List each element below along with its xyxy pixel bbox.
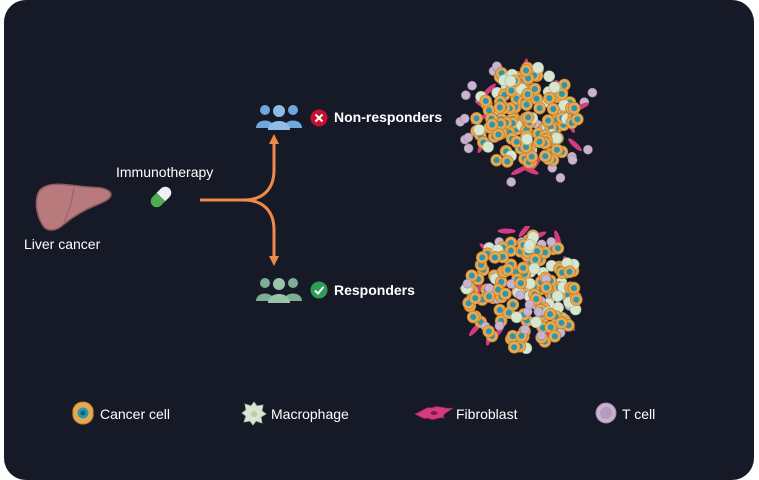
fibroblast <box>511 166 528 176</box>
t-cell <box>462 278 473 289</box>
responder-tumor-illustration <box>459 226 583 355</box>
t-cell <box>484 283 494 293</box>
arrow-up-head <box>269 134 279 144</box>
non-responders-people-icon <box>256 105 302 130</box>
arrow-down-head <box>269 256 279 266</box>
macrophage <box>482 141 494 153</box>
immunotherapy-label: Immunotherapy <box>116 164 214 180</box>
macrophage <box>523 239 536 251</box>
macrophage-icon <box>241 401 267 426</box>
fibroblast <box>497 228 516 234</box>
t-cell <box>506 279 516 289</box>
t-cell-icon <box>595 402 617 424</box>
t-cell <box>515 290 526 300</box>
macrophage <box>521 133 533 145</box>
responders-people-icon <box>256 278 302 303</box>
liver-icon <box>35 183 112 231</box>
t-cell <box>555 173 566 183</box>
macrophage <box>550 132 563 144</box>
macrophage <box>504 75 517 87</box>
t-cell <box>533 306 544 317</box>
fibroblast <box>518 226 531 238</box>
t-cell <box>463 132 474 143</box>
fibroblast <box>568 138 582 152</box>
liver-cancer-label: Liver cancer <box>24 236 101 252</box>
t-cell <box>524 299 535 310</box>
branch-arrows <box>200 134 279 266</box>
non-responders-label: Non-responders <box>334 109 443 125</box>
macrophage <box>510 311 523 324</box>
responders-label: Responders <box>334 282 415 298</box>
t-cell <box>567 155 578 165</box>
legend-t-cell-label: T cell <box>622 406 656 422</box>
fibroblast-icon <box>414 406 454 420</box>
macrophage <box>543 70 555 83</box>
legend-cancer-cell-label: Cancer cell <box>100 406 171 422</box>
macrophage <box>548 81 561 93</box>
pill-icon <box>150 186 172 208</box>
t-cell <box>536 330 547 341</box>
t-cell <box>587 87 598 98</box>
macrophage <box>532 61 544 74</box>
non-responder-tumor-illustration <box>455 58 598 187</box>
t-cell <box>460 90 471 100</box>
macrophage <box>530 316 542 328</box>
diagram-panel: Liver cancer Immunotherapy Non-responder… <box>4 0 754 480</box>
t-cell <box>467 80 477 91</box>
legend-fibroblast-label: Fibroblast <box>456 406 518 422</box>
macrophage <box>473 124 485 136</box>
t-cell <box>520 324 530 335</box>
t-cell <box>506 177 516 187</box>
t-cell <box>546 237 557 247</box>
t-cell <box>463 143 474 154</box>
t-cell <box>494 321 505 331</box>
cancer-cell-icon <box>72 401 94 425</box>
t-cell <box>583 144 593 155</box>
macrophage <box>551 290 564 302</box>
legend-macrophage-label: Macrophage <box>271 406 349 422</box>
macrophage <box>528 262 541 275</box>
cross-badge-icon <box>310 109 328 127</box>
t-cell <box>459 113 470 124</box>
check-badge-icon <box>310 281 328 299</box>
